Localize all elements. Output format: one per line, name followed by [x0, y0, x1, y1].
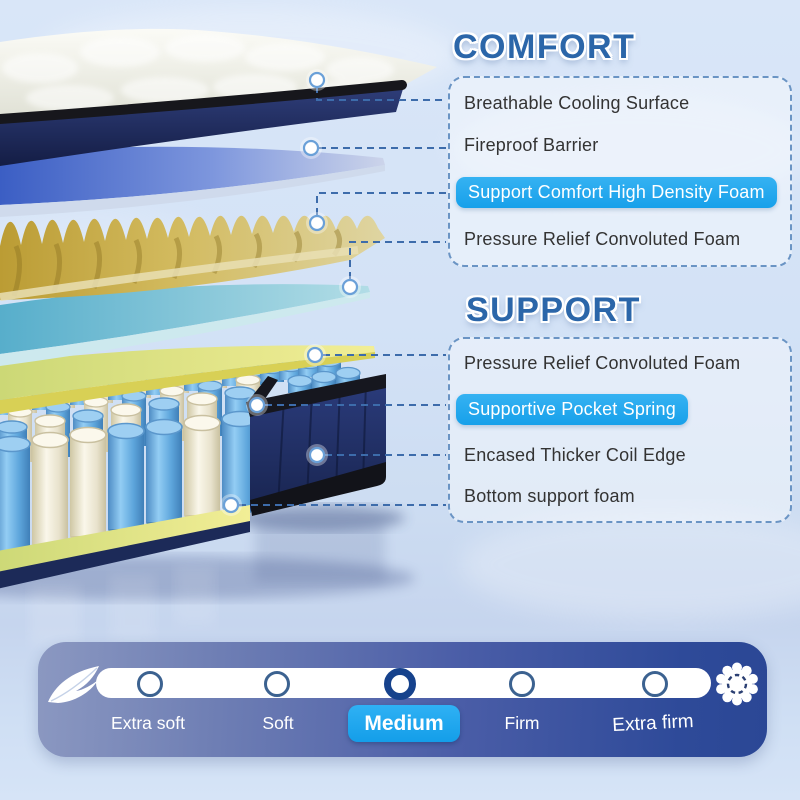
support-heading: SUPPORT — [466, 291, 641, 329]
firmness-dot-firm — [509, 671, 535, 697]
convoluted-foam-layer — [0, 215, 385, 301]
firmness-dot-soft — [264, 671, 290, 697]
coil-spring-icon — [716, 662, 758, 706]
firmness-dot-medium-selected — [384, 668, 416, 700]
label-pressure-relief-convoluted-foam: Pressure Relief Convoluted Foam — [464, 229, 741, 250]
label-supportive-pocket-spring: Supportive Pocket Spring — [456, 394, 790, 425]
comfort-heading: COMFORT — [453, 28, 636, 66]
label-fireproof-barrier: Fireproof Barrier — [464, 134, 599, 155]
yellow-foam-slab — [0, 345, 375, 414]
quilted-top-layer — [0, 28, 437, 166]
firmness-dot-extra-firm — [642, 671, 668, 697]
highlight-pill: Support Comfort High Density Foam — [456, 177, 777, 209]
leader-dots — [220, 69, 361, 516]
comfort-label-box: Breathable Cooling Surface Fireproof Bar… — [448, 76, 792, 267]
firmness-label-soft: Soft — [262, 713, 294, 733]
bottom-support-foam — [0, 505, 250, 574]
blue-barrier-slab — [0, 146, 385, 217]
firmness-dot-extra-soft — [137, 671, 163, 697]
firmness-label-firm: Firm — [504, 713, 540, 733]
label-pressure-relief-convoluted-foam-2: Pressure Relief Convoluted Foam — [464, 353, 741, 373]
feather-icon — [48, 666, 99, 703]
encased-coil-edge-block — [246, 374, 386, 516]
label-breathable-cooling-surface: Breathable Cooling Surface — [464, 92, 690, 113]
label-encased-thicker-coil-edge: Encased Thicker Coil Edge — [464, 445, 686, 465]
support-label-box: Pressure Relief Convoluted Foam Supporti… — [448, 337, 792, 523]
label-bottom-support-foam: Bottom support foam — [464, 486, 635, 506]
firmness-label-medium-selected: Medium — [348, 705, 460, 742]
highlight-pill: Supportive Pocket Spring — [456, 394, 688, 425]
floor-shadow — [0, 505, 415, 645]
firmness-scale-bar: Extra soft Soft Medium Firm Extra firm — [38, 642, 767, 757]
firmness-label-extra-soft: Extra soft — [111, 713, 185, 733]
firmness-label-extra-firm: Extra firm — [611, 710, 695, 737]
teal-foam-slab — [0, 284, 370, 366]
label-support-comfort-high-density-foam: Support Comfort High Density Foam — [456, 177, 790, 209]
leader-lines — [239, 86, 446, 506]
